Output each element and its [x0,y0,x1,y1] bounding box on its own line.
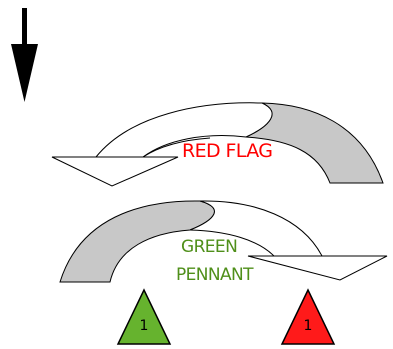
green-pennant-arrow-head [247,255,388,281]
red-flag-label: RED FLAG [182,140,272,162]
green-pennant-label-line1: GREEN [181,237,237,257]
green-pennant-label-line2: PENNANT [176,265,254,285]
red-flag-arrow-head [51,156,179,187]
red-triangle-marker: 1 [280,288,336,345]
down-arrow-icon [11,8,38,102]
green-triangle-marker: 1 [116,288,172,345]
red-flag-curved-arrow [51,102,384,187]
red-flag-arrow-white-body [94,102,273,158]
green-pennant-curved-arrow [59,200,388,283]
red-marker-number: 1 [304,318,313,334]
green-marker-number: 1 [140,318,149,334]
green-pennant-arrow-white-body [189,200,323,257]
